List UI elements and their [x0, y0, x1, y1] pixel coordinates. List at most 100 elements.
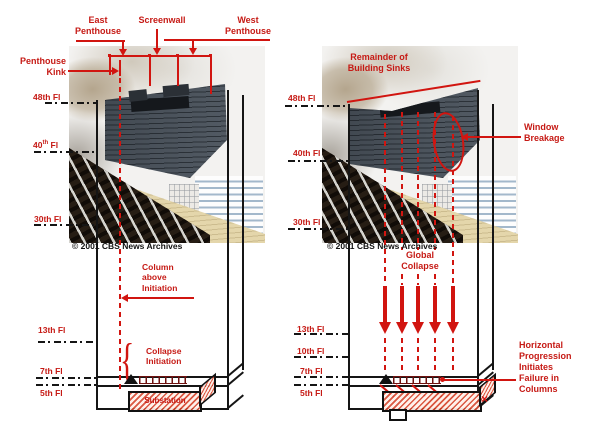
- floor-line-13: [38, 341, 97, 343]
- global-collapse-label: Global Collapse: [395, 250, 445, 272]
- substation-label: Substation: [144, 396, 186, 405]
- collapse-dash-line: [434, 112, 436, 285]
- foundation-stub: [389, 409, 407, 421]
- collapse-dash-line-lower: [401, 338, 403, 374]
- bar-tick: [210, 57, 212, 94]
- east-penthouse-arrow-icon: [119, 49, 127, 56]
- building-photo-left: [69, 46, 265, 243]
- collapse-arrow-icon: [379, 322, 391, 334]
- collapse-dash-line: [401, 112, 403, 285]
- floor-label-30: 30th Fl: [293, 217, 321, 227]
- penthouse-kink-leader: [68, 70, 113, 72]
- floor-line-30: [288, 228, 349, 230]
- collapse-initiation-label: Collapse Initiation: [146, 346, 182, 367]
- collapse-dash-line: [452, 116, 454, 285]
- floor-line-40: [34, 151, 97, 153]
- collapse-arrow-shaft: [433, 286, 437, 322]
- west-penthouse-arrow-icon: [189, 48, 197, 55]
- floor-line-30: [34, 224, 97, 226]
- building-photo-right: [322, 46, 518, 243]
- floor-line-48: [45, 102, 97, 104]
- floor-line-7: [36, 377, 97, 379]
- horizontal-progression-line: [444, 379, 516, 381]
- column-above-initiation-label: Column above Initiation: [142, 262, 178, 293]
- window-breakage-arrow-icon: [461, 133, 468, 141]
- floor-label-7: 7th Fl: [300, 366, 323, 376]
- remainder-sinks-label: Remainder of Building Sinks: [347, 52, 411, 73]
- floor-label-13: 13th Fl: [38, 325, 66, 335]
- roof-dimension-bar: [109, 55, 212, 57]
- window-breakage-label: Window Breakage: [524, 122, 565, 143]
- left-5th-floor-slab: [96, 385, 229, 387]
- collapse-dash-line: [417, 112, 419, 285]
- floor-line-7: [294, 376, 349, 378]
- collapse-arrow-shaft: [416, 286, 420, 322]
- photo-credit-right: © 2001 CBS News Archives: [327, 241, 438, 251]
- east-penthouse-arrow-shaft: [122, 41, 124, 50]
- support-triangle-icon: [379, 374, 393, 384]
- east-penthouse-leader: [76, 40, 125, 42]
- progression-dot-icon: [440, 377, 445, 382]
- west-penthouse-leader: [164, 39, 270, 41]
- substation-box: Substation: [128, 391, 202, 412]
- window-breakage-arrow-line: [466, 136, 521, 138]
- floor-label-30: 30th Fl: [34, 214, 62, 224]
- collapse-arrow-shaft: [383, 286, 387, 322]
- west-penthouse-label: West Penthouse: [224, 15, 271, 36]
- column-above-arrow-line: [126, 297, 194, 299]
- floor-line-5: [294, 384, 349, 386]
- collapse-arrow-shaft: [451, 286, 455, 322]
- bar-tick: [177, 57, 179, 86]
- bar-tick: [109, 57, 111, 75]
- floor-label-7: 7th Fl: [40, 366, 63, 376]
- left-base-bevel: [227, 394, 244, 409]
- floor-label-48: 48th Fl: [33, 92, 61, 102]
- floor-label-10: 10th Fl: [297, 346, 325, 356]
- left-outline-west-wall: [96, 100, 98, 410]
- collapse-dash-line-lower: [434, 338, 436, 374]
- bar-node: [176, 54, 179, 57]
- floor-label-40: 40th Fl: [293, 148, 321, 158]
- support-triangle-icon: [124, 374, 138, 384]
- floor-line-48: [285, 105, 349, 107]
- floor-label-48: 48th Fl: [288, 93, 316, 103]
- penthouse-kink-tick: [119, 60, 121, 76]
- column-above-arrow-icon: [121, 294, 128, 302]
- bar-node: [209, 54, 212, 57]
- column-ticks: [393, 376, 441, 384]
- collapse-arrow-shaft: [400, 286, 404, 322]
- penthouse-kink-arrow-icon: [112, 67, 119, 75]
- floor-label-5: 5th Fl: [300, 388, 323, 398]
- floor-label-13: 13th Fl: [297, 324, 325, 334]
- west-penthouse-shape: [162, 83, 190, 98]
- photo-credit-left: © 2001 CBS News Archives: [72, 241, 183, 251]
- initiation-column-dashed-line: [119, 78, 121, 393]
- collapse-dash-line-lower: [384, 338, 386, 374]
- screenwall-arrow-shaft: [156, 29, 158, 49]
- east-penthouse-shape: [128, 89, 148, 102]
- collapse-arrow-icon: [412, 322, 424, 334]
- left-outline-east-wall: [227, 90, 229, 410]
- right-outline-east-wall: [477, 90, 479, 410]
- x-mark-icon: [481, 393, 488, 405]
- west-penthouse-arrow-shaft: [192, 40, 194, 49]
- floor-line-5: [36, 384, 97, 386]
- collapse-arrow-icon: [429, 322, 441, 334]
- floor-label-40: 40th Fl: [33, 140, 59, 150]
- screenwall-arrow-icon: [153, 48, 161, 55]
- penthouse-kink-label: Penthouse Kink: [19, 56, 66, 77]
- right-outline-east-edge: [492, 104, 494, 370]
- bar-tick: [149, 57, 151, 86]
- horizontal-progression-label: Horizontal Progression Initiates Failure…: [519, 340, 572, 394]
- collapse-dash-line-lower: [452, 338, 454, 374]
- collapse-dash-line: [384, 114, 386, 285]
- screenwall-label: Screenwall: [138, 15, 186, 25]
- floor-line-13: [294, 333, 349, 335]
- bar-node: [148, 54, 151, 57]
- collapse-arrow-icon: [396, 322, 408, 334]
- floor-line-10: [294, 356, 349, 358]
- left-outline-east-edge: [242, 95, 244, 370]
- right-outline-west-wall: [348, 104, 350, 410]
- collapse-dash-line-lower: [417, 338, 419, 374]
